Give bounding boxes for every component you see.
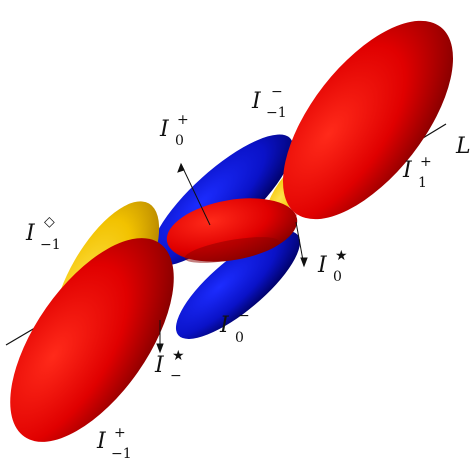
label-i0-star: I ★ 0	[317, 248, 348, 285]
svg-text:1: 1	[418, 175, 427, 191]
svg-text:+: +	[114, 425, 126, 441]
arrow-i-minus-star-head	[157, 344, 163, 352]
label-i-m1-plus: I + −1	[96, 425, 132, 462]
label-i1-plus: I + 1	[402, 154, 432, 191]
svg-text:◇: ◇	[44, 214, 55, 230]
svg-text:★: ★	[172, 348, 185, 364]
svg-text:+: +	[177, 112, 189, 128]
svg-text:−1: −1	[266, 105, 287, 121]
label-i-m1-diamond: I ◇ −1	[25, 214, 61, 253]
svg-text:0: 0	[333, 269, 342, 285]
arrow-i0-plus-head	[178, 164, 184, 172]
arrow-i0-star-head	[301, 258, 307, 266]
svg-text:0: 0	[175, 133, 184, 149]
svg-text:−: −	[271, 84, 283, 100]
label-i-m1-minus: I − −1	[251, 84, 287, 121]
label-i0-plus: I + 0	[159, 112, 189, 149]
svg-text:−: −	[238, 308, 250, 324]
svg-text:I: I	[154, 353, 165, 378]
svg-text:0: 0	[235, 330, 244, 346]
svg-text:I: I	[317, 253, 328, 278]
svg-text:−1: −1	[111, 446, 132, 462]
svg-text:I: I	[251, 89, 262, 114]
svg-text:−1: −1	[40, 237, 61, 253]
svg-text:I: I	[219, 313, 230, 338]
svg-text:−: −	[170, 368, 182, 384]
svg-text:I: I	[96, 429, 107, 454]
label-i-minus-star: I ★ −	[154, 348, 185, 384]
svg-text:I: I	[159, 117, 170, 142]
svg-text:I: I	[402, 158, 413, 183]
svg-text:★: ★	[335, 248, 348, 264]
svg-text:+: +	[420, 154, 432, 170]
svg-text:I: I	[25, 221, 36, 246]
label-axis-L: L	[455, 134, 471, 159]
